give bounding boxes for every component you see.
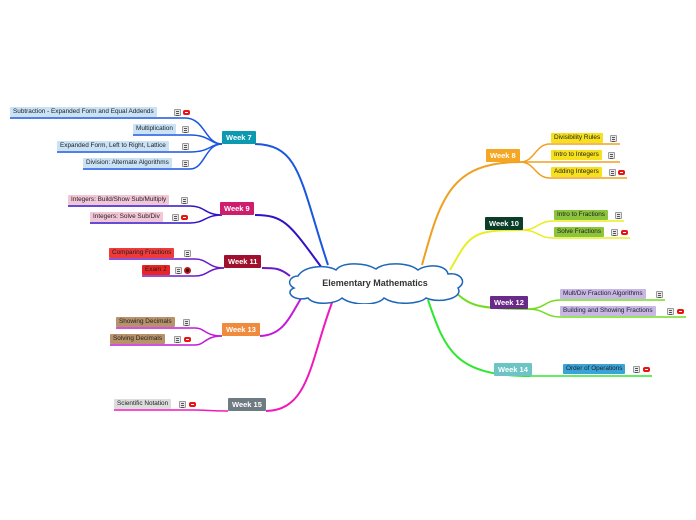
topic-comparing-fractions[interactable]: Comparing Fractions [109,248,175,258]
note-icon[interactable] [172,214,179,221]
note-icon[interactable] [175,267,182,274]
week-13-node[interactable]: Week 13 [222,323,260,336]
topic-divisibility-rules[interactable]: Divisibility Rules [551,133,604,143]
link-icon[interactable] [183,110,190,115]
link-central-week9 [254,214,323,269]
topic-exam-2[interactable]: Exam 2 [142,265,170,275]
attachment-icon[interactable] [184,267,191,274]
note-icon[interactable] [667,308,674,315]
note-icon[interactable] [184,250,191,257]
topic-scientific-notation[interactable]: Scientific Notation [114,399,172,409]
link-central-week7 [254,143,329,266]
week-15-node[interactable]: Week 15 [228,398,266,411]
topic-integers-solve[interactable]: Integers: Solve Sub/Div [90,212,163,222]
note-icon[interactable] [174,336,181,343]
topic-order-of-operations[interactable]: Order of Operations [563,364,626,374]
note-icon[interactable] [656,291,663,298]
note-icon[interactable] [182,160,189,167]
link-icon[interactable] [189,402,196,407]
note-icon[interactable] [609,169,616,176]
topic-integers-build[interactable]: Integers: Build/Show Sub/Multiply [68,195,170,205]
cloud-shape [288,263,464,304]
week-10-node[interactable]: Week 10 [485,217,523,230]
topic-division[interactable]: Division: Alternate Algorithms [83,158,172,168]
link-central-week10 [449,229,523,271]
topic-expanded-form[interactable]: Expanded Form, Left to Right, Lattice [57,141,169,151]
topic-building-fractions[interactable]: Building and Showing Fractions [560,306,656,316]
topic-solving-decimals[interactable]: Solving Decimals [110,334,166,344]
topic-multdiv-fractions[interactable]: Mult/Div Fraction Algorithms [560,289,646,299]
topic-showing-decimals[interactable]: Showing Decimals [116,317,175,327]
central-topic[interactable]: Elementary Mathematics [280,262,470,304]
note-icon[interactable] [611,229,618,236]
note-icon[interactable] [610,135,617,142]
link-central-week11 [261,267,291,277]
note-icon[interactable] [608,152,615,159]
topic-intro-fractions[interactable]: Intro to Fractions [554,210,608,220]
week-8-node[interactable]: Week 8 [486,149,520,162]
link-icon[interactable] [181,215,188,220]
week-7-node[interactable]: Week 7 [222,131,256,144]
note-icon[interactable] [182,126,189,133]
note-icon[interactable] [179,401,186,408]
note-icon[interactable] [174,109,181,116]
note-icon[interactable] [182,143,189,150]
topic-intro-integers[interactable]: Intro to Integers [551,150,602,160]
week-14-node[interactable]: Week 14 [494,363,532,376]
topic-multiplication[interactable]: Multiplication [133,124,176,134]
link-central-week15 [265,299,334,412]
week-12-node[interactable]: Week 12 [490,296,528,309]
topic-adding-integers[interactable]: Adding Integers [551,167,602,177]
link-icon[interactable] [643,367,650,372]
link-icon[interactable] [618,170,625,175]
link-icon[interactable] [621,230,628,235]
topic-subtraction[interactable]: Subtraction - Expanded Form and Equal Ad… [10,107,157,117]
note-icon[interactable] [633,366,640,373]
central-topic-label: Elementary Mathematics [322,278,428,288]
week-9-node[interactable]: Week 9 [220,202,254,215]
link-central-week8 [421,161,521,266]
topic-solve-fractions[interactable]: Solve Fractions [554,227,605,237]
note-icon[interactable] [181,197,188,204]
note-icon[interactable] [615,212,622,219]
week-11-node[interactable]: Week 11 [224,255,262,268]
link-icon[interactable] [184,337,191,342]
link-icon[interactable] [677,309,684,314]
note-icon[interactable] [183,319,190,326]
